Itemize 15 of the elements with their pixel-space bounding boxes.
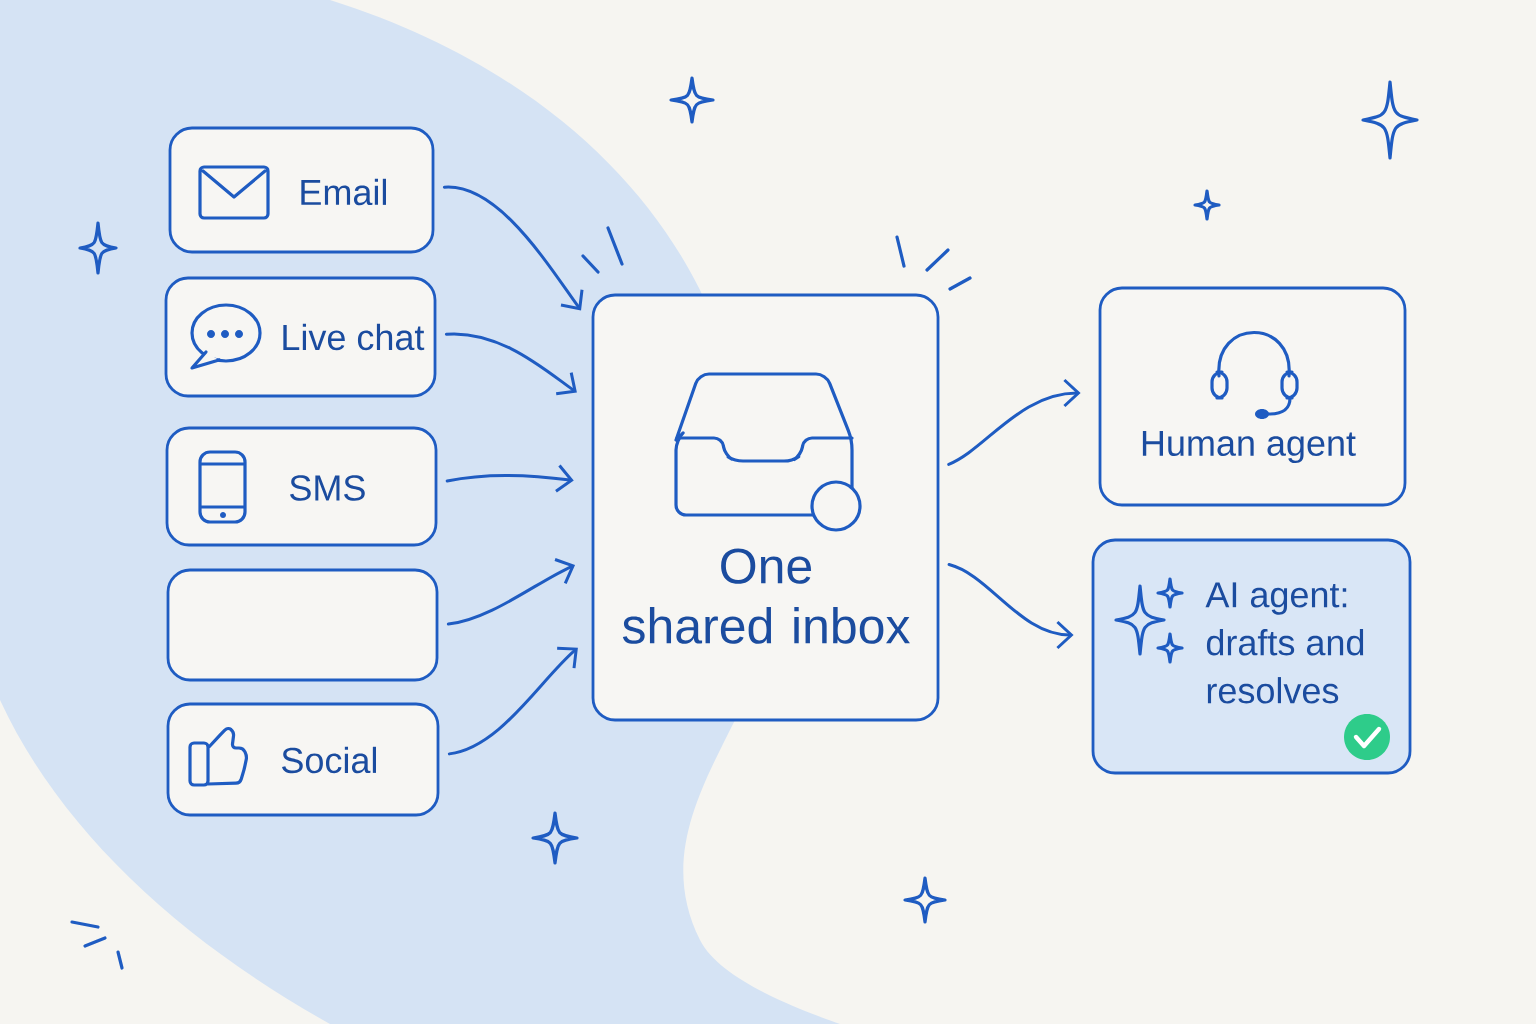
arrow: [442, 185, 584, 311]
arrow: [447, 646, 578, 756]
channel-box: SMS: [165, 426, 438, 547]
arrow: [446, 558, 576, 626]
arrow: [444, 332, 577, 396]
channel-box: Live chat: [164, 276, 437, 398]
arrow: [445, 464, 574, 493]
arrow: [947, 378, 1081, 466]
arrow: [947, 563, 1074, 650]
agent-box: Human agent: [1098, 286, 1407, 507]
channel-box: Social: [166, 702, 440, 817]
inbox-box: One shared inbox: [591, 293, 940, 722]
channel-box: Email: [168, 126, 435, 254]
agent-box: AI agent: drafts and resolves: [1091, 538, 1412, 775]
channel-box: [166, 568, 439, 682]
